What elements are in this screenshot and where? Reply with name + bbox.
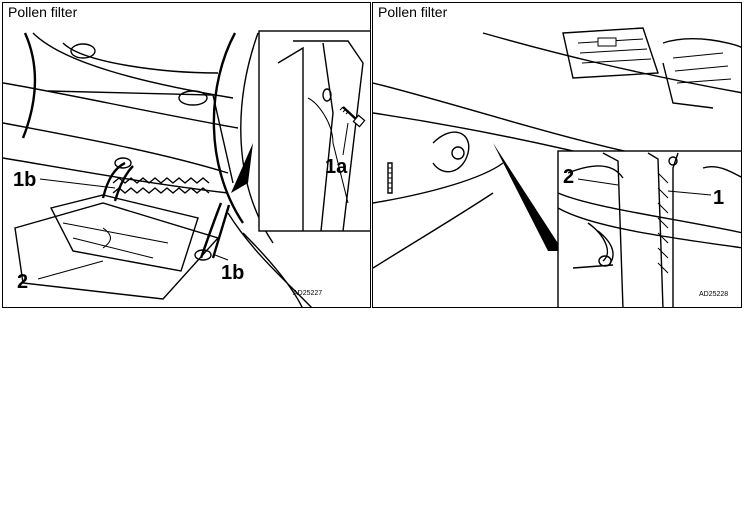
panel-title: Pollen filter: [376, 4, 450, 20]
figure-code: AD25227: [293, 290, 322, 297]
callout-1a: 1a: [325, 156, 348, 178]
illustration-filter-removal: 2 1 AD25228: [373, 27, 741, 307]
figure-panel-right: Pollen filter: [372, 2, 742, 308]
callout-1b-left: 1b: [13, 169, 36, 191]
panel-title: Pollen filter: [6, 4, 80, 20]
callout-1b-right: 1b: [221, 262, 244, 284]
figure-panel-left: Pollen filter: [2, 2, 371, 308]
illustration-glovebox-filter: 1b 1a 1b 2 AD25227: [3, 30, 370, 307]
callout-1: 1: [713, 187, 724, 209]
figure-code: AD25228: [699, 291, 728, 298]
callout-2: 2: [17, 271, 28, 293]
callout-2: 2: [563, 166, 574, 188]
